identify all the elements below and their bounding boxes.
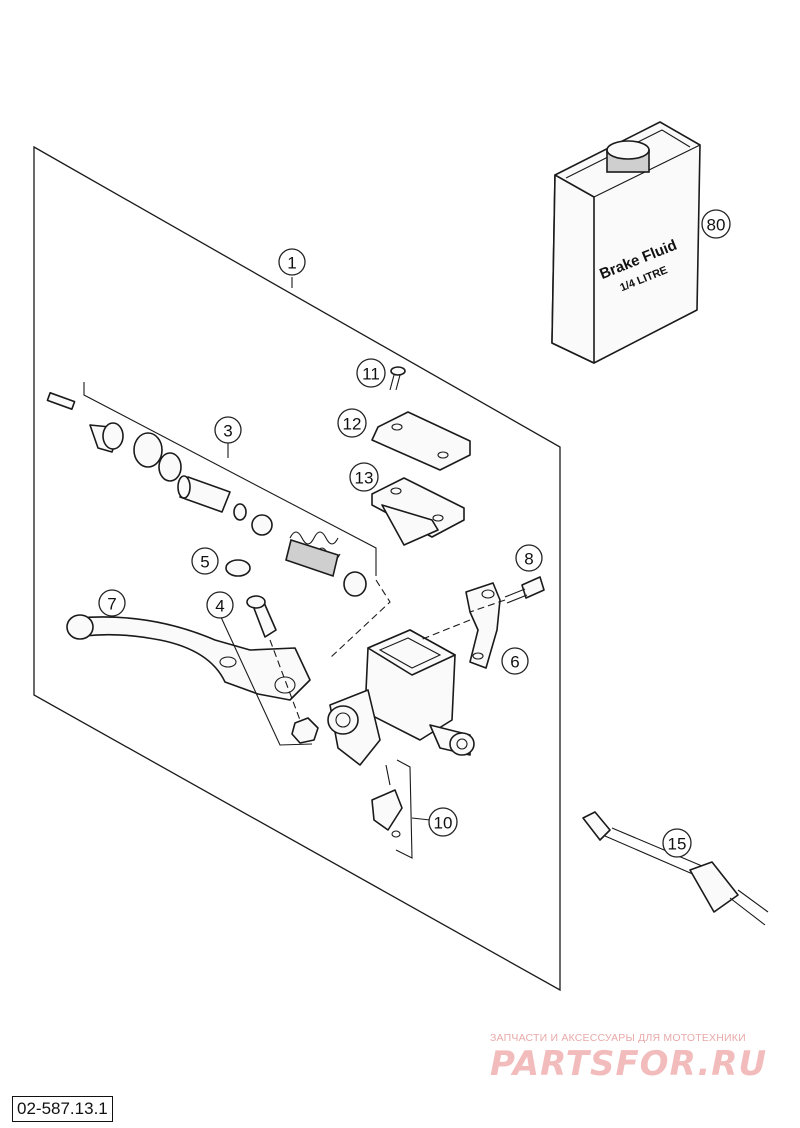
callout-7: 7 [98,589,126,617]
screw-part [389,366,406,391]
svg-text:15: 15 [668,835,687,854]
svg-text:12: 12 [343,415,362,434]
pivot-pin-part [246,595,277,638]
callout-13: 13 [349,462,379,492]
svg-text:11: 11 [362,365,380,384]
callout-10: 10 [428,807,458,837]
gasket-part [371,477,465,546]
svg-text:1: 1 [287,254,296,273]
svg-text:6: 6 [510,653,519,672]
callout-11: 11 [356,358,386,388]
svg-text:10: 10 [434,814,453,833]
diagram-code-label: 02-587.13.1 [12,1096,113,1122]
watermark-caption: ЗАПЧАСТИ И АКСЕССУАРЫ ДЛЯ МОТОТЕХНИКИ [490,1032,746,1044]
svg-text:80: 80 [707,216,726,235]
callout-15: 15 [662,828,692,858]
callout-12: 12 [337,408,367,438]
brake-lever-part [66,614,311,701]
svg-text:13: 13 [355,469,374,488]
piston-kit-bracket [83,382,377,576]
watermark-logo: PARTSFOR.RU [490,1044,768,1084]
washer-part [225,559,251,577]
spring-part [285,531,341,578]
brake-fluid-bottle: Brake Fluid 1/4 LITRE [551,121,701,364]
handlebar-clamp-part [465,582,501,669]
callout-1: 1 [278,248,306,276]
svg-text:7: 7 [107,595,116,614]
brake-hose-part [582,811,769,926]
callout-6: 6 [501,647,529,675]
piston-kit-parts [46,391,367,597]
callout-5: 5 [191,547,219,575]
callout-8: 8 [515,544,543,572]
brake-light-switch-part [371,759,431,859]
svg-text:8: 8 [524,550,533,569]
callout-3: 3 [214,416,242,444]
svg-text:5: 5 [200,553,209,572]
svg-text:4: 4 [215,597,224,616]
assembly-frame [33,145,561,992]
callout-4: 4 [206,591,234,619]
bolt-part [504,576,545,604]
svg-text:3: 3 [223,422,232,441]
callout-80: 80 [701,209,731,239]
master-cylinder-body [327,629,475,766]
reservoir-cover-part [371,411,471,471]
lock-nut-part [291,717,319,744]
